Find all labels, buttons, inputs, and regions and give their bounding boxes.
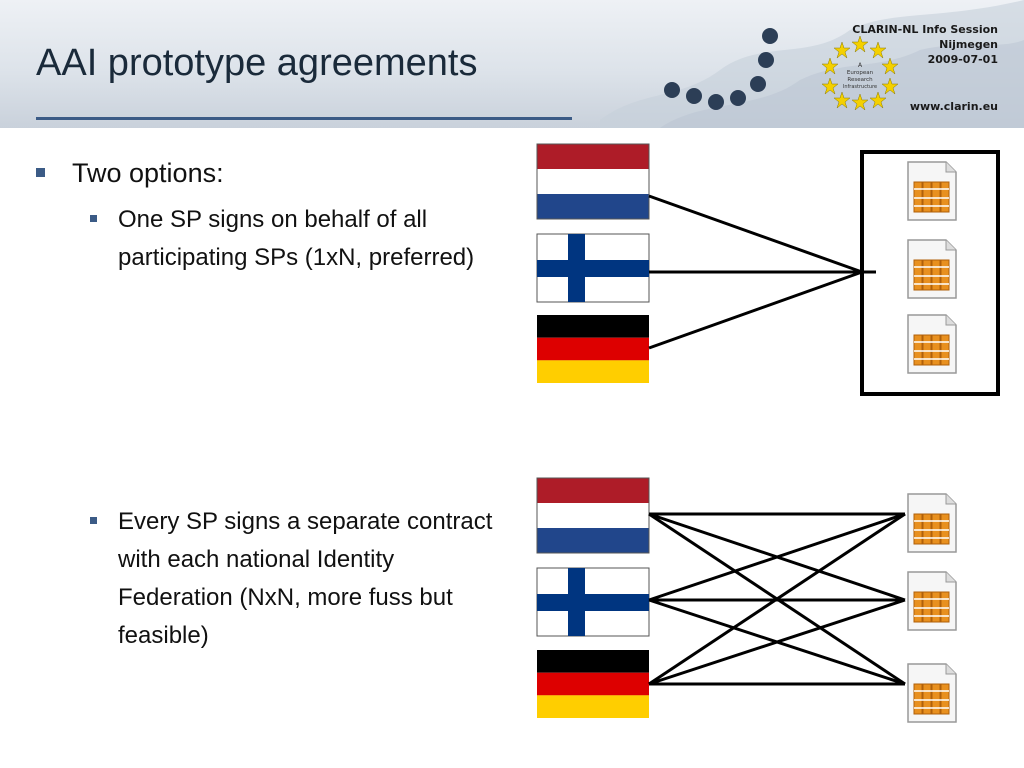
server-file-icon <box>907 663 957 723</box>
session-date: 2009-07-01 <box>927 53 998 66</box>
logo-text-a: A <box>858 62 863 69</box>
server-file-icon <box>907 314 957 374</box>
bullet-square-icon <box>36 168 45 177</box>
server-file-icon <box>907 239 957 299</box>
session-name: CLARIN-NL Info Session <box>852 23 998 36</box>
bullet-square-icon <box>90 215 97 222</box>
dot-chain-icon <box>664 28 778 110</box>
title-underline <box>36 117 572 120</box>
logo-text-european: European <box>847 70 874 76</box>
server-file-icon <box>907 161 957 221</box>
bullet-square-icon <box>90 517 97 524</box>
session-location: Nijmegen <box>939 38 998 51</box>
logo-text-research: Research <box>847 77 873 83</box>
germany-flag-icon <box>537 650 649 718</box>
germany-flag-icon <box>537 315 649 383</box>
europe-map-background <box>600 0 1024 128</box>
page-title: AAI prototype agreements <box>36 42 478 84</box>
logo-text-infrastructure: Infrastructure <box>843 84 877 90</box>
mesh-connection-lines <box>648 512 906 686</box>
netherlands-flag-icon <box>536 477 650 554</box>
finland-flag-icon <box>536 567 650 637</box>
session-info: CLARIN-NL Info Session Nijmegen 2009-07-… <box>852 22 998 67</box>
netherlands-flag-icon <box>536 143 650 220</box>
option-one-text: One SP signs on behalf of all participat… <box>118 206 475 271</box>
eu-star-logo: A European Research Infrastructure <box>822 35 898 110</box>
server-file-icon <box>907 571 957 631</box>
slide-header: AAI prototype agreements A European Rese… <box>0 0 1024 128</box>
main-bullet-text: Two options: <box>72 158 224 188</box>
website-url: www.clarin.eu <box>909 100 998 113</box>
option-two-text: Every SP signs a separate contract with … <box>118 508 493 649</box>
connection-lines <box>648 194 876 350</box>
server-file-icon <box>907 493 957 553</box>
finland-flag-icon <box>536 233 650 303</box>
